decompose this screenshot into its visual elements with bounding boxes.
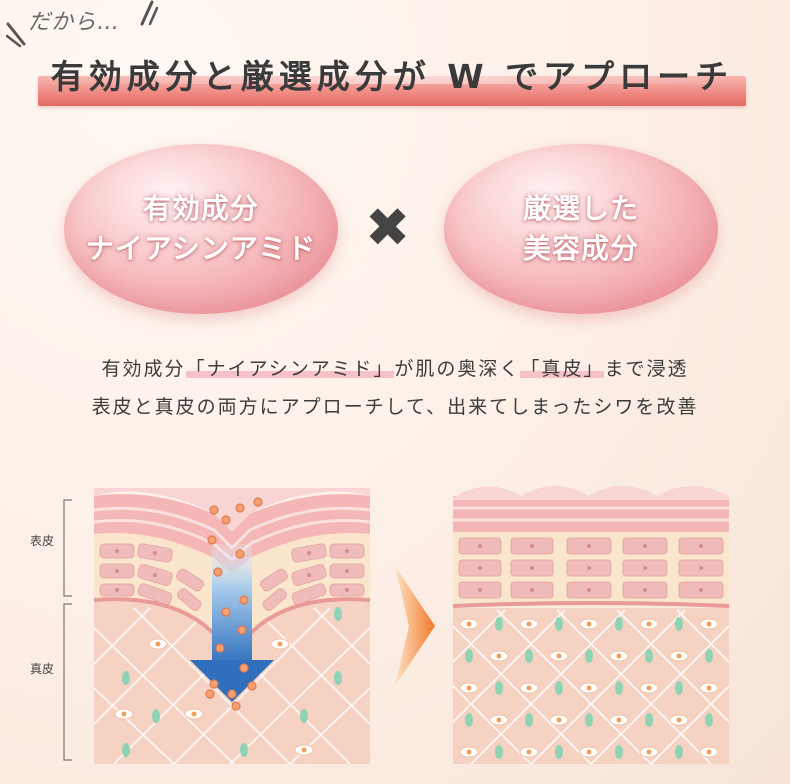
skin-diagram-after — [453, 486, 729, 764]
skin-diagram-before — [94, 488, 370, 764]
bubble-right-line2: 美容成分 — [522, 232, 639, 265]
headline-banner-shine — [38, 76, 746, 84]
label-epidermis: 表皮 — [30, 534, 55, 548]
arrow-right-icon — [395, 566, 435, 686]
desc-highlight-niacinamide: 「ナイアシンアミド」 — [185, 358, 395, 380]
ingredient-bubble-niacinamide: 有効成分 ナイアシンアミド — [64, 144, 338, 314]
bubble-right-line1: 厳選した — [522, 192, 639, 225]
desc-text: 有効成分 — [101, 358, 186, 380]
layer-bracket — [63, 499, 72, 761]
label-dermis: 真皮 — [30, 662, 55, 676]
description-line1: 有効成分「ナイアシンアミド」が肌の奥深く「真皮」まで浸透 — [20, 354, 770, 384]
sparkle-icon — [140, 0, 158, 26]
desc-text: まで浸透 — [604, 358, 689, 380]
desc-highlight-dermis: 「真皮」 — [520, 358, 605, 380]
desc-text: が肌の奥深く — [394, 358, 521, 380]
description-line2: 表皮と真皮の両方にアプローチして、出来てしまったシワを改善 — [91, 396, 699, 418]
sparkle-icon — [6, 22, 26, 48]
bubble-left-line2: ナイアシンアミド — [85, 232, 317, 265]
headline: 有効成分と厳選成分が W でアプローチ — [50, 57, 734, 96]
intro-text: だから… — [28, 10, 121, 35]
ingredient-bubble-selected: 厳選した 美容成分 — [444, 144, 718, 314]
times-icon: ✖ — [365, 196, 411, 259]
bubble-left-line1: 有効成分 — [142, 192, 259, 225]
